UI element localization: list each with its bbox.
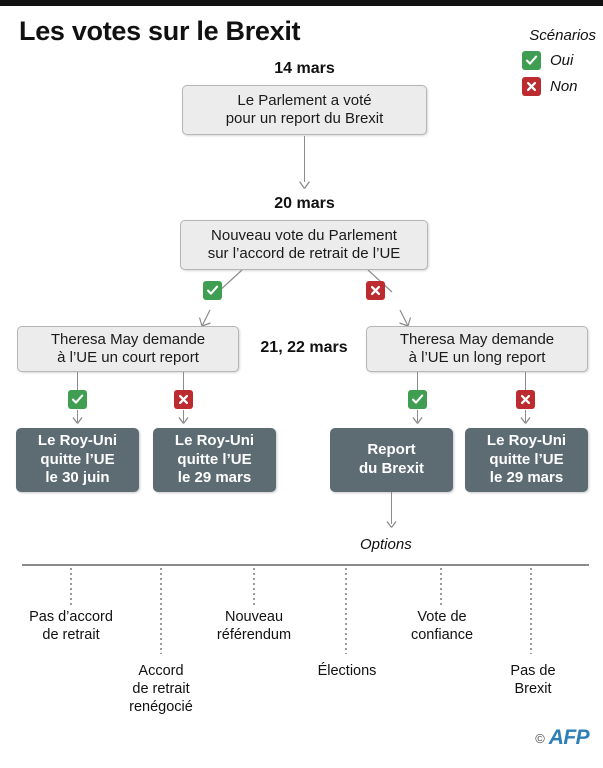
outcome-line2: quitte l’UE bbox=[489, 450, 564, 468]
outcome-box-1: Le Roy-Uni quitte l’UE le 30 juin bbox=[16, 428, 139, 492]
step3-left-line2: à l’UE un court report bbox=[57, 349, 199, 366]
x-box-red-icon bbox=[522, 77, 541, 96]
options-divider bbox=[22, 564, 589, 566]
option-label-5: Vote de confiance bbox=[410, 609, 474, 644]
connector-step1-step2 bbox=[304, 136, 305, 182]
outcome-line2: quitte l’UE bbox=[177, 450, 252, 468]
option-leader-2 bbox=[160, 568, 162, 654]
outcome-box-2: Le Roy-Uni quitte l’UE le 29 mars bbox=[153, 428, 276, 492]
branch-no-step2-icon bbox=[366, 281, 385, 300]
connector-right-yes-2 bbox=[417, 410, 418, 422]
connector-left-yes-2 bbox=[77, 410, 78, 422]
connector-left-no-2 bbox=[183, 410, 184, 422]
option-label-2: Accord de retrait renégocié bbox=[129, 663, 193, 716]
afp-logo: AFP bbox=[548, 726, 590, 749]
arrow-head-down-icon bbox=[386, 521, 397, 528]
outcome-box-4: Le Roy-Uni quitte l’UE le 29 mars bbox=[465, 428, 588, 492]
connector-right-no bbox=[525, 372, 526, 390]
date-label-21-22-mars: 21, 22 mars bbox=[260, 339, 348, 356]
option-leader-4 bbox=[345, 568, 347, 654]
page-title: Les votes sur le Brexit bbox=[19, 16, 301, 46]
branch-yes-step2-icon bbox=[203, 281, 222, 300]
outcome-line1: Le Roy-Uni bbox=[174, 431, 255, 449]
connector-left-yes bbox=[77, 372, 78, 390]
step2-line2: sur l’accord de retrait de l’UE bbox=[207, 245, 401, 262]
connector-right-no-2 bbox=[525, 410, 526, 422]
option-leader-5 bbox=[440, 568, 442, 606]
option-label-6: Pas de Brexit bbox=[510, 663, 556, 698]
options-heading: Options bbox=[360, 536, 412, 553]
arrow-head-down-icon bbox=[178, 417, 189, 424]
arrow-head-down-icon bbox=[299, 181, 310, 189]
option-leader-6 bbox=[530, 568, 532, 654]
branch-no-right-icon bbox=[516, 390, 535, 409]
date-label-20-mars: 20 mars bbox=[274, 195, 335, 212]
step3-right-line1: Theresa May demande bbox=[399, 330, 555, 348]
outcome-line2: quitte l’UE bbox=[40, 450, 115, 468]
option-label-1: Pas d’accord de retrait bbox=[29, 609, 113, 644]
step1-box: Le Parlement a voté pour un report du Br… bbox=[182, 85, 427, 135]
branch-no-left-icon bbox=[174, 390, 193, 409]
outcome-line1: Report bbox=[367, 441, 416, 459]
top-rule bbox=[0, 0, 603, 6]
outcome-line3: le 29 mars bbox=[177, 469, 252, 487]
legend-item-non: Non bbox=[498, 77, 598, 96]
step1-line1: Le Parlement a voté bbox=[237, 91, 372, 109]
copyright-symbol: © bbox=[535, 730, 545, 746]
afp-credit: © AFP bbox=[535, 726, 589, 750]
step3-right-line2: à l’UE un long report bbox=[408, 349, 546, 366]
step3-right-box: Theresa May demande à l’UE un long repor… bbox=[366, 326, 588, 372]
legend-item-oui: Oui bbox=[498, 51, 598, 70]
connector-left-no bbox=[183, 372, 184, 390]
step1-line2: pour un report du Brexit bbox=[225, 110, 384, 127]
step3-left-line1: Theresa May demande bbox=[50, 330, 206, 348]
connector-right-yes bbox=[417, 372, 418, 390]
outcome-line3: le 30 juin bbox=[45, 469, 110, 487]
option-label-3: Nouveau référendum bbox=[216, 609, 292, 644]
outcome-line1: Le Roy-Uni bbox=[37, 431, 118, 449]
option-leader-3 bbox=[253, 568, 255, 606]
option-label-4: Élections bbox=[317, 663, 377, 679]
outcome-box-3: Report du Brexit bbox=[330, 428, 453, 492]
step2-line1: Nouveau vote du Parlement bbox=[211, 226, 397, 244]
arrow-head-down-icon bbox=[412, 417, 423, 424]
outcome-line1: Le Roy-Uni bbox=[486, 431, 567, 449]
date-label-14-mars: 14 mars bbox=[274, 60, 335, 77]
branch-yes-left-icon bbox=[68, 390, 87, 409]
check-box-green-icon bbox=[522, 51, 541, 70]
legend-item-label: Non bbox=[550, 78, 578, 95]
arrow-head-down-icon bbox=[520, 417, 531, 424]
step2-box: Nouveau vote du Parlement sur l’accord d… bbox=[180, 220, 428, 270]
branch-yes-right-icon bbox=[408, 390, 427, 409]
legend: Scénarios Oui Non bbox=[498, 27, 598, 96]
step3-left-box: Theresa May demande à l’UE un court repo… bbox=[17, 326, 239, 372]
connector-outcome3-options bbox=[391, 492, 392, 524]
option-leader-1 bbox=[70, 568, 72, 606]
outcome-line3: le 29 mars bbox=[489, 469, 564, 487]
legend-heading: Scénarios bbox=[529, 27, 596, 44]
arrow-head-down-icon bbox=[72, 417, 83, 424]
outcome-line2: du Brexit bbox=[358, 460, 424, 477]
legend-item-label: Oui bbox=[550, 52, 574, 69]
